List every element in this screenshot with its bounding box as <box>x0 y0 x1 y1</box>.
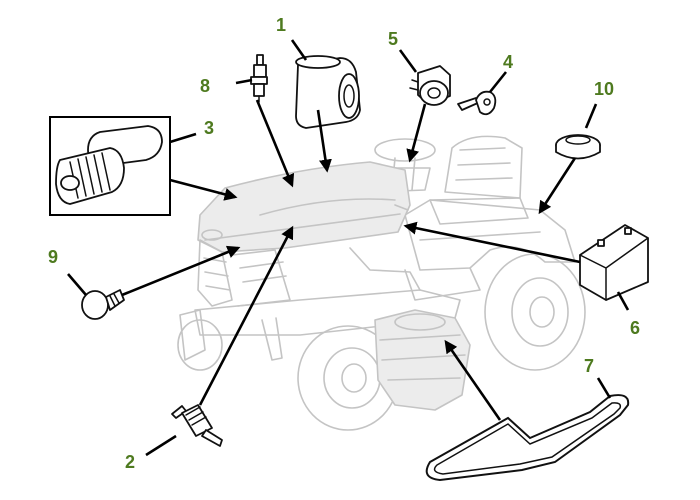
part-oil-filter <box>295 55 361 129</box>
rear-wheel <box>484 253 586 371</box>
mower-deck <box>374 309 471 411</box>
part-fuel-filter <box>171 404 223 447</box>
part-key <box>457 90 497 116</box>
part-battery <box>579 224 649 301</box>
callout-9: 9 <box>48 247 58 267</box>
leader-8 <box>235 78 253 85</box>
tractor-illustration <box>177 135 586 431</box>
callout-4: 4 <box>503 52 513 72</box>
leader-4 <box>488 71 508 93</box>
callout-5: 5 <box>388 29 398 49</box>
front-bumper <box>177 309 223 371</box>
leader-7-to-deck <box>444 339 502 421</box>
leader-6 <box>616 291 630 311</box>
leader-1-to-hood <box>316 109 332 173</box>
frame <box>194 247 461 361</box>
leader-lines <box>67 39 630 457</box>
leader-2-to-engine <box>198 225 294 406</box>
leader-8-to-engine <box>255 99 295 188</box>
part-spark-plug <box>250 54 268 103</box>
leader-5 <box>398 49 418 73</box>
part-fuel-cap <box>555 134 601 160</box>
leader-2 <box>145 434 177 457</box>
leader-7 <box>596 377 612 399</box>
callout-10: 10 <box>594 79 614 99</box>
part-drive-belt <box>425 394 630 482</box>
callout-6: 6 <box>630 318 640 338</box>
leader-3-to-hood <box>169 178 238 201</box>
leader-9 <box>67 273 87 296</box>
callout-8: 8 <box>200 76 210 96</box>
seat <box>429 135 529 225</box>
callout-3: 3 <box>204 118 214 138</box>
leader-9-to-headlight <box>121 245 241 297</box>
part-air-filter <box>49 116 171 216</box>
leader-10 <box>584 103 598 129</box>
leader-3 <box>169 132 197 144</box>
callout-1: 1 <box>276 15 286 35</box>
leader-5-to-dash <box>406 103 427 163</box>
leader-6-to-battery-tray <box>403 221 581 264</box>
leader-1-to-oil-filter <box>290 39 308 61</box>
callout-labels: 1 2 3 4 5 6 7 8 9 10 <box>48 15 640 472</box>
callout-7: 7 <box>584 356 594 376</box>
part-light-bulb <box>81 289 125 320</box>
hood <box>197 161 411 253</box>
part-ignition-switch <box>409 65 451 106</box>
leader-10-to-tank <box>538 157 577 215</box>
callout-2: 2 <box>125 452 135 472</box>
